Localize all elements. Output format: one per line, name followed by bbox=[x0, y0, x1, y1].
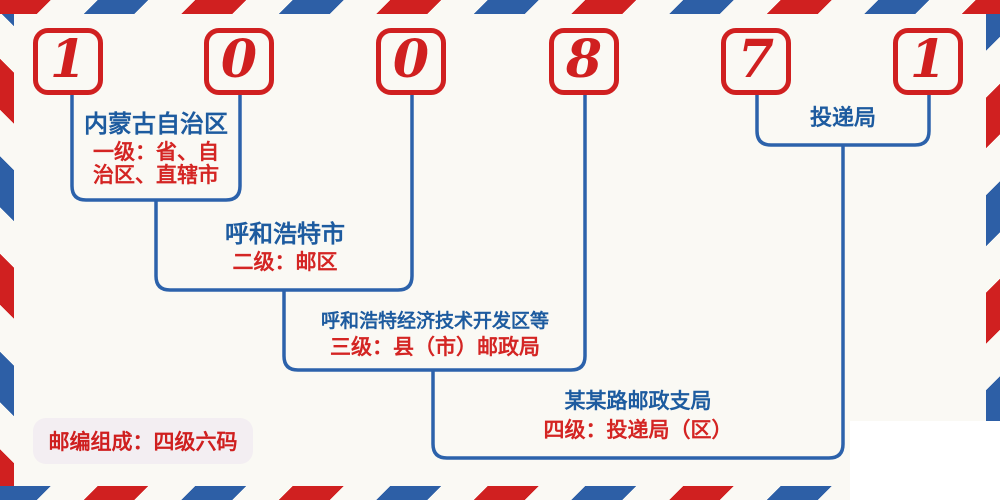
composition-badge-text: 邮编组成：四级六码 bbox=[48, 431, 238, 454]
level1-description: 一级：省、自 治区、直辖市 bbox=[93, 141, 219, 187]
postal-digit-5: 7 bbox=[737, 28, 775, 90]
level2-description: 二级：邮区 bbox=[232, 251, 338, 274]
postal-digit-box-3: 0 bbox=[376, 28, 446, 95]
airmail-border-top bbox=[0, 0, 1000, 14]
postal-digit-4: 8 bbox=[565, 28, 603, 90]
postal-digit-box-6: 1 bbox=[893, 28, 963, 95]
postal-digit-box-5: 7 bbox=[721, 28, 791, 95]
postal-digit-1: 1 bbox=[49, 28, 87, 90]
level4-region-name: 某某路邮政支局 bbox=[564, 390, 712, 413]
composition-badge: 邮编组成：四级六码 bbox=[33, 418, 253, 464]
level3-region-name: 呼和浩特经济技术开发区等 bbox=[320, 311, 550, 332]
postal-digit-box-2: 0 bbox=[204, 28, 274, 95]
postal-digit-2: 0 bbox=[220, 28, 258, 90]
airmail-border-right bbox=[986, 0, 1000, 500]
postal-digit-6: 1 bbox=[909, 28, 947, 90]
label-delivery-office: 投递局 bbox=[810, 106, 876, 130]
airmail-border-bottom bbox=[0, 486, 1000, 500]
level4-description: 四级：投递局（区） bbox=[543, 419, 733, 442]
level2-region-name: 呼和浩特市 bbox=[225, 221, 345, 248]
label-level1: 内蒙古自治区 一级：省、自 治区、直辖市 bbox=[84, 111, 228, 188]
airmail-border-left bbox=[0, 0, 14, 500]
level3-description: 三级：县（市）邮政局 bbox=[329, 336, 540, 359]
postal-digit-box-1: 1 bbox=[33, 28, 103, 95]
postal-digit-3: 0 bbox=[392, 28, 430, 90]
delivery-office-name: 投递局 bbox=[809, 105, 877, 130]
label-level2: 呼和浩特市 二级：邮区 bbox=[225, 221, 345, 275]
postal-digit-box-4: 8 bbox=[549, 28, 619, 95]
label-level3: 呼和浩特经济技术开发区等 三级：县（市）邮政局 bbox=[321, 311, 549, 360]
label-level4: 某某路邮政支局 四级：投递局（区） bbox=[544, 390, 733, 443]
level1-region-name: 内蒙古自治区 bbox=[84, 111, 228, 138]
white-corner-patch bbox=[850, 421, 1000, 500]
